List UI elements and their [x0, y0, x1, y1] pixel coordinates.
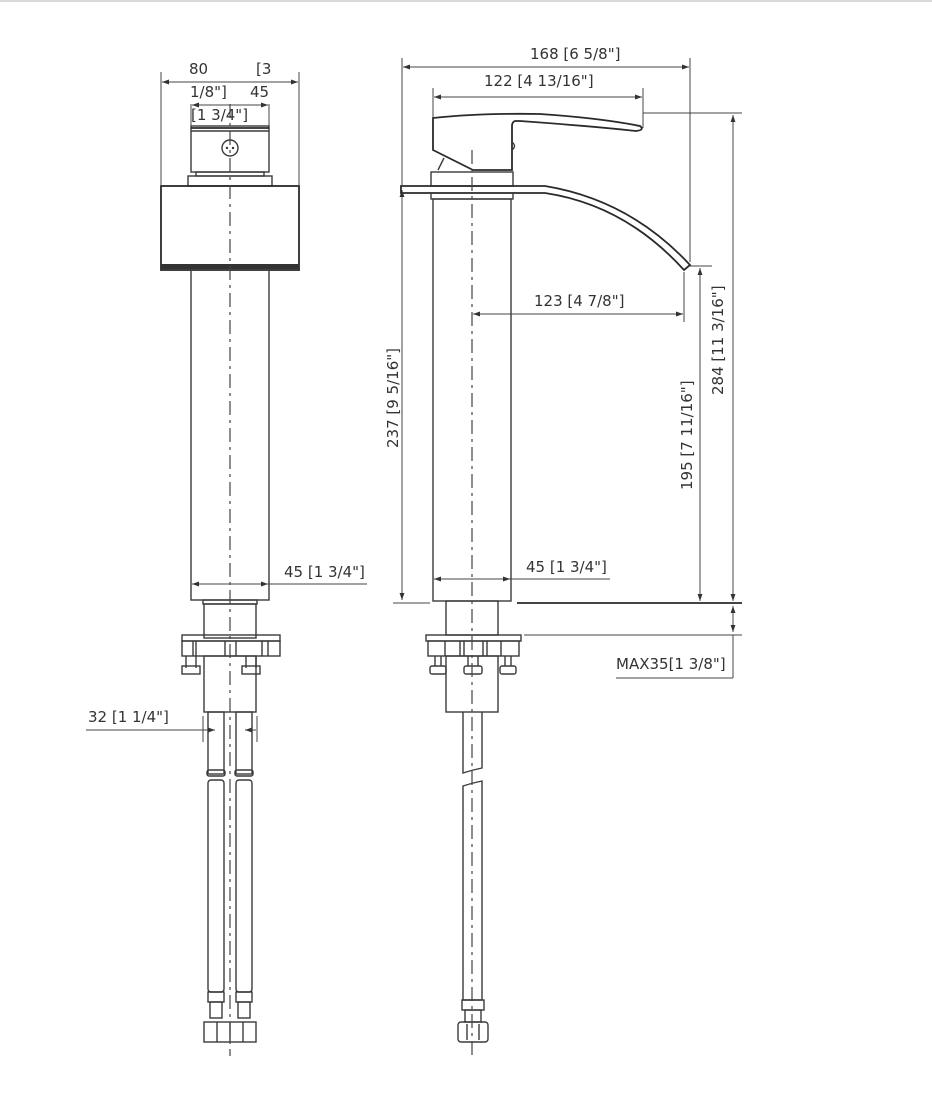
side-view: 168 [6 5/8"] 122 [4 13/16"] 123 [4 7/8"]…	[384, 45, 742, 1056]
dim-overall-height: 284 [11 3/16"]	[643, 112, 742, 601]
svg-text:[3: [3	[256, 60, 271, 78]
dim-max-deck-thickness: MAX35[1 3/8"]	[517, 602, 742, 679]
dim-handle-width: 45 [1 3/4"]	[190, 83, 270, 126]
lever-handle	[432, 112, 643, 171]
front-view: 80 [3 1/8"] 45 [1 3/4"] 45 [1 3/4"] 32 […	[86, 60, 367, 1056]
svg-text:237 [9 5/16"]: 237 [9 5/16"]	[384, 348, 402, 448]
front-shank	[181, 599, 281, 713]
waterfall-spout	[400, 185, 692, 272]
dim-spout-clearance: 195 [7 11/16"]	[678, 265, 712, 601]
dim-spout-reach: 123 [4 7/8"]	[473, 272, 685, 322]
svg-text:1/8"]: 1/8"]	[190, 83, 227, 101]
svg-text:45: 45	[250, 83, 269, 101]
svg-text:168 [6 5/8"]: 168 [6 5/8"]	[530, 45, 620, 63]
dim-overall-depth: 168 [6 5/8"]	[401, 45, 691, 262]
svg-text:284 [11 3/16"]: 284 [11 3/16"]	[709, 285, 727, 395]
svg-text:45 [1 3/4"]: 45 [1 3/4"]	[526, 558, 607, 576]
svg-text:80: 80	[189, 60, 208, 78]
dim-supply-spacing: 32 [1 1/4"]	[86, 708, 258, 742]
dim-deck-height: 237 [9 5/16"]	[384, 190, 430, 604]
dim-body-diameter-front: 45 [1 3/4"]	[192, 563, 367, 587]
dim-handle-length: 122 [4 13/16"]	[432, 72, 644, 128]
side-shank	[425, 600, 522, 713]
svg-text:122 [4 13/16"]: 122 [4 13/16"]	[484, 72, 594, 90]
dim-base-width: 80 [3 1/8"]	[160, 60, 300, 186]
svg-text:MAX35[1 3/8"]: MAX35[1 3/8"]	[616, 655, 726, 673]
svg-text:32 [1 1/4"]: 32 [1 1/4"]	[88, 708, 169, 726]
side-supply-hose	[457, 712, 489, 1043]
svg-text:45 [1 3/4"]: 45 [1 3/4"]	[284, 563, 365, 581]
svg-text:123 [4 7/8"]: 123 [4 7/8"]	[534, 292, 624, 310]
dim-body-diameter-side: 45 [1 3/4"]	[434, 558, 610, 582]
svg-text:195 [7 11/16"]: 195 [7 11/16"]	[678, 380, 696, 490]
top-border	[0, 0, 932, 2]
svg-text:[1 3/4"]: [1 3/4"]	[191, 106, 248, 124]
